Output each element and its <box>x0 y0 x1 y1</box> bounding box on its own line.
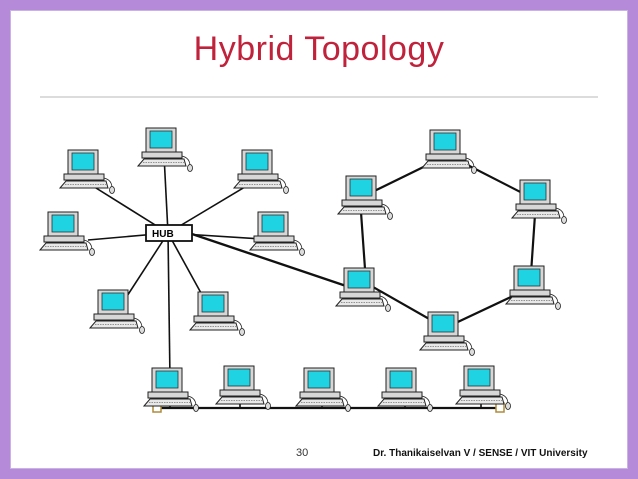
computer-star-ne <box>232 149 289 194</box>
screen-icon <box>347 270 371 289</box>
computer-star-e <box>248 211 305 256</box>
screen-icon <box>101 292 125 311</box>
link-hub-to-pc-n <box>163 154 169 234</box>
link-hub-to-ring <box>191 232 359 292</box>
hub-device: HUB <box>145 224 193 242</box>
computer-bus-5 <box>454 365 511 410</box>
computer-star-n <box>136 127 193 172</box>
screen-icon <box>149 130 173 149</box>
screen-icon <box>431 314 455 333</box>
screen-icon <box>349 178 373 197</box>
computer-bus-1 <box>142 367 199 412</box>
screen-icon <box>51 214 75 233</box>
computer-ring-sw <box>334 267 391 312</box>
page-number: 30 <box>296 447 309 459</box>
screen-icon <box>261 214 285 233</box>
screen-icon <box>433 132 457 151</box>
computers <box>38 127 567 412</box>
screen-icon <box>227 368 251 387</box>
computer-star-se <box>188 291 245 336</box>
computer-ring-s <box>418 311 475 356</box>
computer-star-nw <box>58 149 115 194</box>
screen-icon <box>155 370 179 389</box>
screen-icon <box>71 152 95 171</box>
screen-icon <box>467 368 491 387</box>
screen-icon <box>517 268 541 287</box>
slide-title: Hybrid Topology <box>193 30 445 68</box>
screen-icon <box>523 182 547 201</box>
computer-bus-4 <box>376 367 433 412</box>
link-hub-to-bus <box>167 232 171 381</box>
title-divider <box>40 96 598 98</box>
computer-star-sw <box>88 289 145 334</box>
computer-ring-ne <box>510 179 567 224</box>
computer-star-w <box>38 211 95 256</box>
footer-credit: Dr. Thanikaiselvan V / SENSE / VIT Unive… <box>373 448 588 459</box>
screen-icon <box>389 370 413 389</box>
computer-ring-n <box>420 129 477 174</box>
hub-label: HUB <box>152 229 174 240</box>
computer-ring-se <box>504 265 561 310</box>
screen-icon <box>245 152 269 171</box>
screen-icon <box>307 370 331 389</box>
computer-ring-nw <box>336 175 393 220</box>
computer-bus-3 <box>294 367 351 412</box>
screen-icon <box>201 294 225 313</box>
computer-bus-2 <box>214 365 271 410</box>
